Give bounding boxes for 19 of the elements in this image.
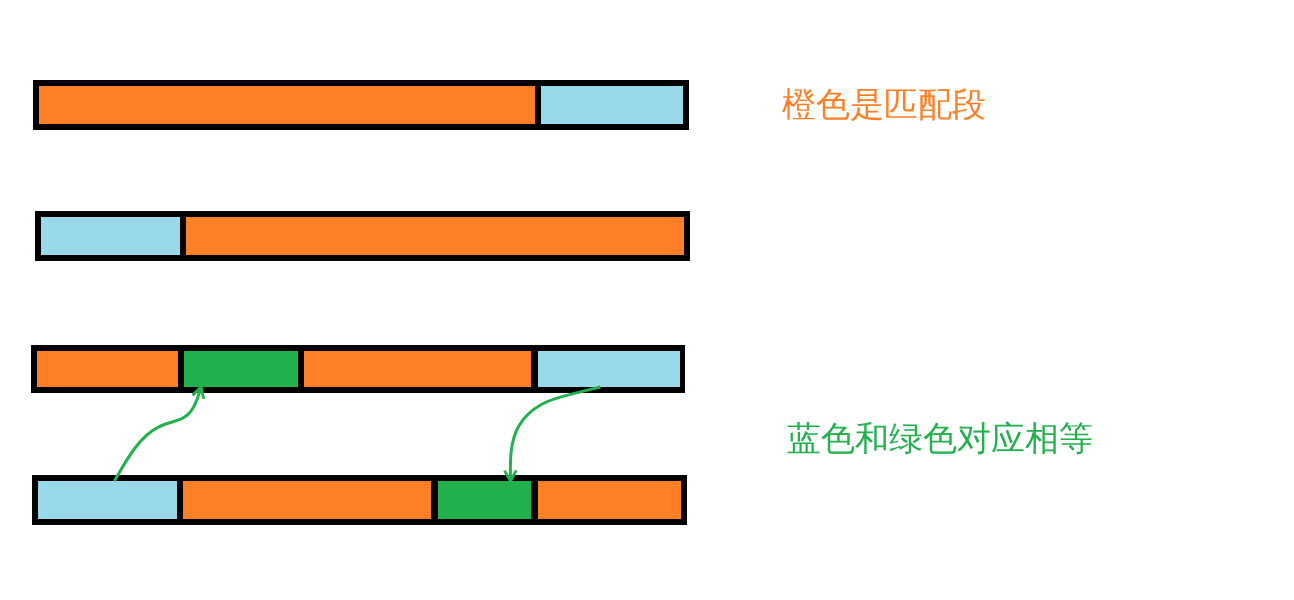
note-text: 橙色是匹配段: [782, 84, 986, 125]
bar-segment: [184, 351, 298, 387]
bar-segment: [538, 351, 680, 387]
curved-arrow: [113, 385, 206, 482]
segmented-bar: [35, 211, 690, 261]
segmented-bar: [32, 475, 687, 525]
bar-segment: [39, 86, 535, 124]
bar-segment: [183, 481, 431, 519]
bar-segment: [438, 481, 531, 519]
bar-segment: [41, 217, 180, 255]
note-text: 蓝色和绿色对应相等: [787, 418, 1093, 459]
segmented-bar: [31, 345, 685, 393]
segmented-bar: [33, 80, 689, 130]
bar-segment: [38, 481, 177, 519]
bar-segment: [538, 481, 681, 519]
bar-segment: [186, 217, 684, 255]
bar-segment: [37, 351, 178, 387]
bar-segment: [541, 86, 683, 124]
bar-segment: [304, 351, 531, 387]
